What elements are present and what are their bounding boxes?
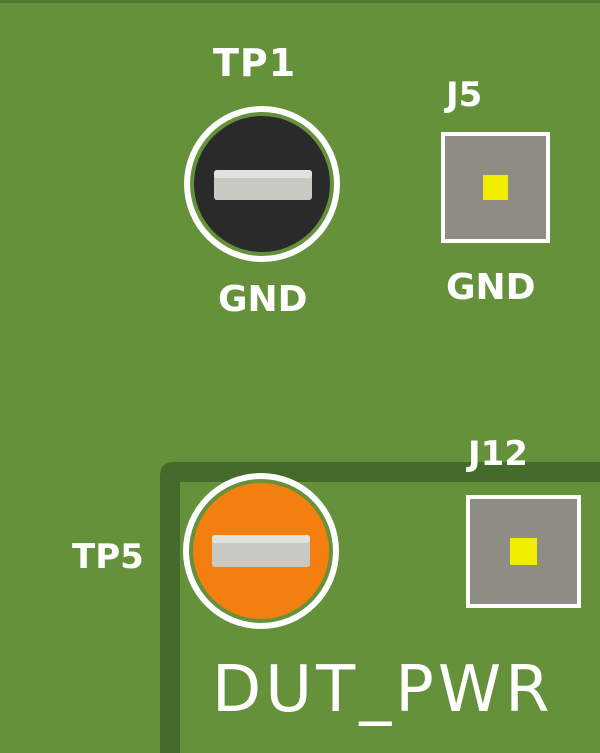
tp5-slot-highlight: [212, 535, 310, 543]
j5-pad[interactable]: [441, 132, 550, 243]
tp1-label: TP1: [213, 41, 297, 85]
j12-pad[interactable]: [466, 495, 581, 608]
tp1-gnd-label: GND: [218, 279, 308, 320]
dut-pwr-region-label: DUT_PWR: [212, 653, 554, 727]
tp5-test-point[interactable]: [183, 473, 339, 629]
tp1-slot-highlight: [214, 170, 312, 178]
board-top-edge: [0, 0, 600, 3]
tp5-label: TP5: [72, 537, 144, 577]
j5-gnd-label: GND: [446, 267, 536, 308]
tp1-test-point[interactable]: [184, 106, 340, 262]
j12-label: J12: [468, 434, 528, 474]
j5-label: J5: [446, 75, 483, 115]
j5-pin1-marker: [483, 175, 508, 200]
j12-pin1-marker: [510, 538, 537, 565]
